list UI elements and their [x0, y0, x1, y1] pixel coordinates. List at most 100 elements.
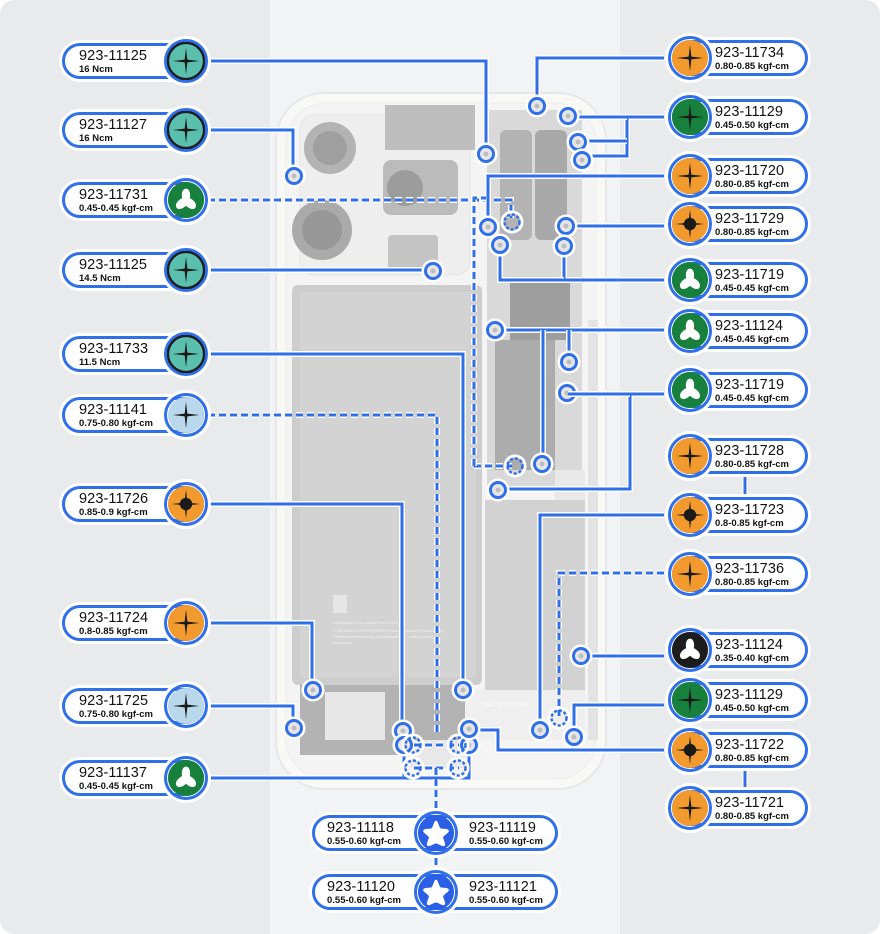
hidden-screw-marker[interactable]: [547, 706, 571, 730]
screw-location-marker[interactable]: [451, 678, 475, 702]
part-number: 923-11721: [715, 795, 785, 811]
leader-line: [498, 392, 664, 491]
screw-location-marker[interactable]: [421, 259, 445, 283]
torque-spec: 0.80-0.85 kgf-cm: [715, 178, 789, 190]
part-number: 923-11125: [79, 257, 148, 273]
torque-spec: 0.45-0.50 kgf-cm: [715, 119, 789, 131]
leader-line: [498, 246, 564, 282]
leader-line: [208, 413, 439, 735]
torque-spec: 0.45-0.45 kgf-cm: [715, 282, 789, 294]
screw-location-marker[interactable]: [569, 644, 593, 668]
taptic-engine-label: TAPTIC ENGINE: [482, 703, 528, 709]
tri-point-bit-icon: [164, 756, 208, 800]
leader-line: [470, 728, 664, 752]
hidden-screw-marker[interactable]: [401, 733, 425, 757]
leader-line: [208, 502, 404, 728]
tri-point-bit-icon: [668, 258, 712, 302]
part-number: 923-11733: [79, 341, 149, 357]
torque-spec: 0.75-0.80 kgf-cm: [79, 708, 153, 720]
screw-location-marker[interactable]: [488, 233, 512, 257]
tri-point-bit-icon: [668, 368, 712, 412]
leader-line: [208, 59, 488, 152]
leader-line: [208, 128, 295, 174]
screw-location-marker[interactable]: [530, 452, 554, 476]
screw-location-marker[interactable]: [525, 94, 549, 118]
battery-label-line1: Rechargeable Li-ion Battery Model 1020S: [333, 621, 399, 625]
screw-location-marker[interactable]: [486, 478, 510, 502]
phillips-bit-icon: [668, 36, 712, 80]
torque-spec: 0.85-0.9 kgf-cm: [79, 506, 148, 518]
part-number: 923-11125: [79, 48, 148, 64]
phillips-bit-icon: [164, 684, 208, 728]
screw-location-marker[interactable]: [301, 678, 325, 702]
hidden-screw-marker[interactable]: [503, 454, 527, 478]
phillips-bit-icon: [668, 552, 712, 596]
screw-location-marker[interactable]: [476, 215, 500, 239]
hidden-screw-marker[interactable]: [500, 210, 524, 234]
screw-location-marker[interactable]: [457, 717, 481, 741]
screw-location-marker[interactable]: [556, 104, 580, 128]
torque-spec: 0.45-0.50 kgf-cm: [715, 702, 789, 714]
hidden-screw-marker[interactable]: [446, 733, 470, 757]
phillips-bit-icon: [668, 678, 712, 722]
screw-location-marker[interactable]: [557, 350, 581, 374]
standoff-bit-icon: [164, 482, 208, 526]
part-number: 923-11728: [715, 443, 785, 459]
leader-line: [572, 703, 664, 734]
phillips-bit-icon: [668, 434, 712, 478]
part-number: 923-11722: [715, 737, 785, 753]
part-number: 923-11723: [715, 502, 785, 518]
phillips-bit-icon: [668, 95, 712, 139]
part-number: 923-11124: [715, 318, 784, 334]
screw-location-marker[interactable]: [474, 142, 498, 166]
part-number: 923-11118: [327, 820, 395, 836]
torque-spec: 0.45-0.45 kgf-cm: [79, 780, 153, 792]
battery-label-line2: ⚠ WARNING / AVERTISSEMENT: Trained Techn…: [333, 629, 445, 633]
leader-line: [404, 746, 471, 780]
screw-location-marker[interactable]: [554, 214, 578, 238]
torque-spec: 0.80-0.85 kgf-cm: [715, 810, 789, 822]
screw-location-marker[interactable]: [528, 718, 552, 742]
leader-line: [472, 196, 486, 466]
screw-location-marker[interactable]: [483, 318, 507, 342]
part-number: 923-11141: [79, 402, 148, 418]
screw-location-marker[interactable]: [570, 148, 594, 172]
torque-spec: 0.80-0.85 kgf-cm: [715, 576, 789, 588]
torque-spec: 0.80-0.85 kgf-cm: [715, 60, 789, 72]
phillips-bit-icon: [164, 332, 208, 376]
battery-right-cell: [485, 320, 598, 740]
torque-spec: 0.8-0.85 kgf-cm: [715, 517, 784, 529]
torque-spec: 0.55-0.60 kgf-cm: [469, 894, 543, 906]
hidden-screw-marker[interactable]: [401, 756, 425, 780]
part-number: 923-11719: [715, 377, 785, 393]
part-number: 923-11719: [715, 267, 785, 283]
hidden-screw-marker[interactable]: [446, 756, 470, 780]
torque-spec: 0.80-0.85 kgf-cm: [715, 752, 789, 764]
screw-location-marker[interactable]: [282, 164, 306, 188]
torque-spec: 0.45-0.45 kgf-cm: [715, 333, 789, 345]
battery-label-line3: Potential for fire or burning. Do not di…: [333, 635, 434, 639]
screw-location-marker[interactable]: [282, 716, 306, 740]
screw-location-marker[interactable]: [552, 234, 576, 258]
part-number: 923-11720: [715, 163, 785, 179]
torque-spec: 14.5 Ncm: [79, 272, 121, 284]
part-number: 923-11726: [79, 491, 149, 507]
torque-spec: 16 Ncm: [79, 132, 113, 144]
leader-line: [486, 174, 664, 228]
torque-spec: 0.80-0.85 kgf-cm: [715, 226, 789, 238]
torque-spec: 0.8-0.85 kgf-cm: [79, 625, 148, 637]
torque-spec: 0.45-0.45 kgf-cm: [79, 202, 153, 214]
standoff-bit-icon: [668, 202, 712, 246]
screw-location-marker[interactable]: [562, 725, 586, 749]
phillips-bit-icon: [164, 108, 208, 152]
part-number: 923-11129: [715, 687, 784, 703]
camera-module: [292, 105, 475, 276]
leader-line: [557, 571, 664, 716]
